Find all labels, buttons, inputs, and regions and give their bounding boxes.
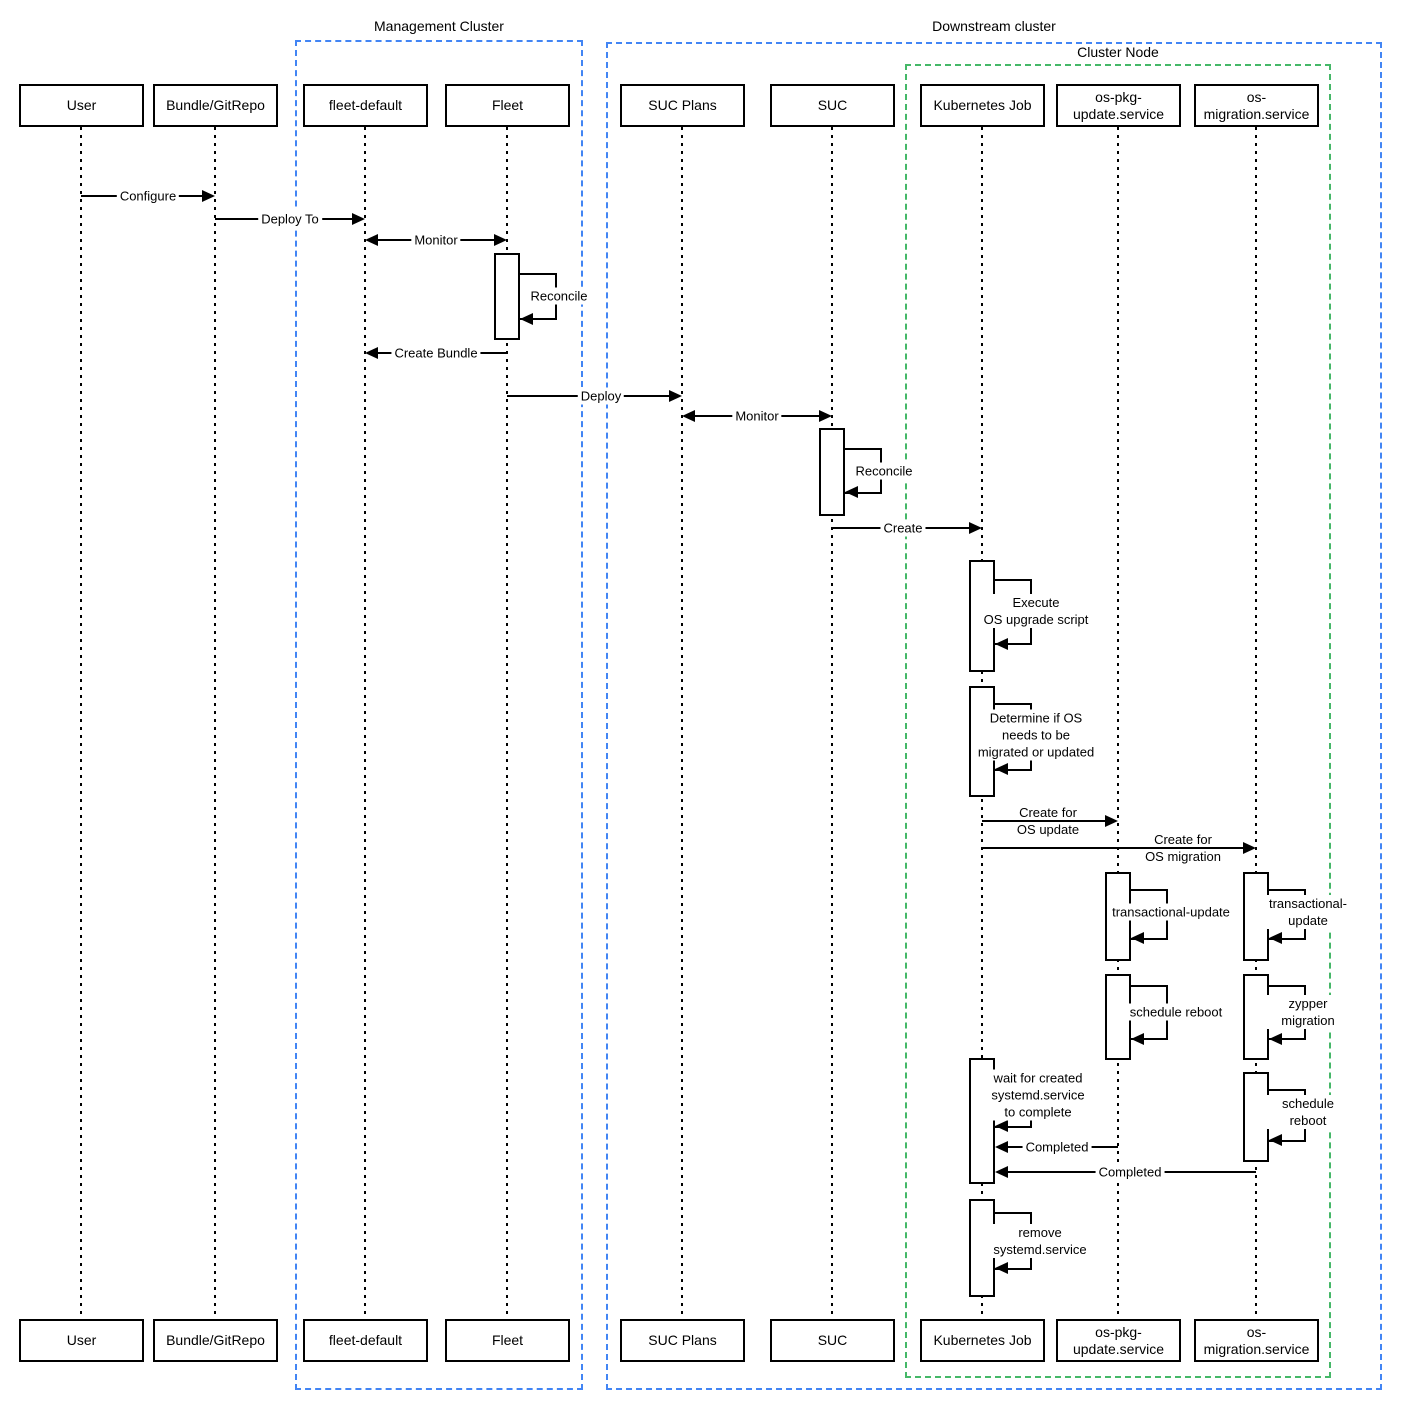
management-cluster-frame: [295, 40, 583, 1390]
arrowhead: [669, 390, 682, 402]
message-label-monitor-fleet: Monitor: [411, 231, 461, 249]
cluster-node-frame: [905, 64, 1331, 1378]
arrowhead: [1243, 842, 1256, 854]
downstream-cluster-frame: [606, 42, 1382, 1390]
self-call-label-execute-os-upgrade: Execute OS upgrade script: [980, 594, 1092, 628]
arrowhead: [202, 190, 215, 202]
actor-top-kubernetes-job: Kubernetes Job: [920, 84, 1045, 127]
arrowhead: [995, 1141, 1008, 1153]
message-label-completed-osmig: Completed: [1095, 1163, 1165, 1181]
message-label-create: Create: [880, 519, 926, 537]
arrowhead: [995, 763, 1008, 775]
actor-bottom-fleet-default: fleet-default: [303, 1319, 428, 1362]
activation-fleet: [494, 253, 520, 340]
actor-top-fleet-default: fleet-default: [303, 84, 428, 127]
arrowhead: [1269, 932, 1282, 944]
message-label-create-for-os-update: Create for OS update: [1016, 805, 1080, 837]
actor-bottom-suc: SUC: [770, 1319, 895, 1362]
message-label-create-bundle: Create Bundle: [391, 344, 481, 362]
lifeline-suc: [831, 127, 833, 1319]
self-call-label-determine-os: Determine if OS needs to be migrated or …: [974, 709, 1098, 761]
actor-bottom-bundle-gitrepo: Bundle/GitRepo: [153, 1319, 278, 1362]
message-label-deploy-to: Deploy To: [258, 210, 322, 228]
self-call-label-ospkg-transactional-update: transactional-update: [1109, 903, 1233, 921]
message-label-monitor-suc: Monitor: [732, 407, 782, 425]
lifeline-fleet: [506, 127, 508, 1319]
arrowhead: [995, 1262, 1008, 1274]
actor-bottom-os-pkg-update-service: os-pkg- update.service: [1056, 1319, 1181, 1362]
arrowhead: [819, 410, 832, 422]
message-create-for-os-migration-line: [982, 847, 1245, 849]
activation-suc: [819, 428, 845, 516]
message-label-completed-ospkg: Completed: [1022, 1138, 1092, 1156]
cluster-node-title: Cluster Node: [1077, 44, 1159, 60]
actor-top-os-pkg-update-service: os-pkg- update.service: [1056, 84, 1181, 127]
actor-top-fleet: Fleet: [445, 84, 570, 127]
lifeline-suc-plans: [681, 127, 683, 1319]
self-call-label-remove-systemd: remove systemd.service: [990, 1224, 1090, 1258]
arrowhead: [969, 522, 982, 534]
arrowhead: [1269, 1134, 1282, 1146]
actor-top-suc: SUC: [770, 84, 895, 127]
actor-top-os-migration-service: os- migration.service: [1194, 84, 1319, 127]
actor-bottom-user: User: [19, 1319, 144, 1362]
arrowhead: [365, 347, 378, 359]
arrowhead: [494, 234, 507, 246]
arrowhead: [1105, 815, 1118, 827]
self-call-label-wait-systemd: wait for created systemd.service to comp…: [988, 1069, 1088, 1121]
self-call-label-fleet-reconcile: Reconcile: [527, 287, 591, 305]
message-label-configure: Configure: [116, 187, 180, 205]
lifeline-fleet-default: [364, 127, 366, 1319]
arrowhead: [995, 638, 1008, 650]
actor-top-bundle-gitrepo: Bundle/GitRepo: [153, 84, 278, 127]
lifeline-user: [80, 127, 82, 1319]
management-cluster-title: Management Cluster: [374, 18, 504, 34]
actor-bottom-os-migration-service: os- migration.service: [1194, 1319, 1319, 1362]
arrowhead: [995, 1120, 1008, 1132]
actor-top-user: User: [19, 84, 144, 127]
self-call-label-osmig-zypper-migration: zypper migration: [1261, 995, 1355, 1029]
lifeline-bundle-gitrepo: [214, 127, 216, 1319]
message-label-create-for-os-migration: Create for OS migration: [1145, 832, 1221, 864]
actor-bottom-fleet: Fleet: [445, 1319, 570, 1362]
message-label-deploy: Deploy: [577, 387, 625, 405]
self-call-label-ospkg-schedule-reboot: schedule reboot: [1126, 1003, 1226, 1021]
self-call-label-osmig-transactional-update: transactional-update: [1261, 895, 1355, 929]
self-call-label-suc-reconcile: Reconcile: [852, 462, 916, 480]
arrowhead: [1269, 1033, 1282, 1045]
arrowhead: [520, 313, 533, 325]
arrowhead: [352, 213, 365, 225]
lifeline-os-migration-service: [1255, 127, 1257, 1319]
lifeline-os-pkg-update-service: [1117, 127, 1119, 1319]
actor-top-suc-plans: SUC Plans: [620, 84, 745, 127]
actor-bottom-kubernetes-job: Kubernetes Job: [920, 1319, 1045, 1362]
arrowhead: [1131, 1033, 1144, 1045]
arrowhead: [845, 486, 858, 498]
message-create-for-os-update-line: [982, 820, 1107, 822]
arrowhead: [365, 234, 378, 246]
actor-bottom-suc-plans: SUC Plans: [620, 1319, 745, 1362]
arrowhead: [995, 1166, 1008, 1178]
arrowhead: [1131, 932, 1144, 944]
downstream-cluster-title: Downstream cluster: [932, 18, 1056, 34]
arrowhead: [682, 410, 695, 422]
self-call-label-osmig-schedule-reboot: schedule reboot: [1261, 1095, 1355, 1129]
